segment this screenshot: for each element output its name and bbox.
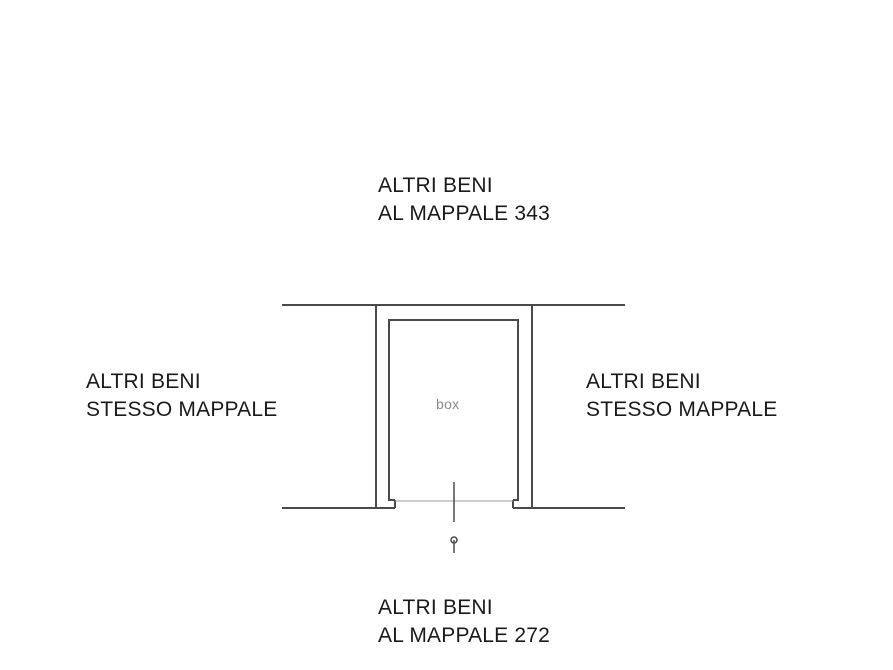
box-outer-wall [375,304,533,509]
entrance-marker-circle [450,536,458,544]
label-east-line1: ALTRI BENI [586,370,701,393]
label-south-line1: ALTRI BENI [378,596,493,619]
label-west-line2: STESSO MAPPALE [86,398,278,421]
label-west: ALTRI BENI STESSO MAPPALE [86,368,277,424]
room-name: box [436,396,460,412]
label-north-line1: ALTRI BENI [378,174,493,197]
label-west-line1: ALTRI BENI [86,370,201,393]
label-south-line2: AL MAPPALE 272 [378,624,551,647]
label-north-line2: AL MAPPALE 343 [378,202,551,225]
label-east-line2: STESSO MAPPALE [586,398,778,421]
label-east: ALTRI BENI STESSO MAPPALE [586,368,777,424]
box-inner-wall [388,319,519,501]
label-north: ALTRI BENI AL MAPPALE 343 [378,172,550,228]
label-south: ALTRI BENI AL MAPPALE 272 [378,594,550,650]
